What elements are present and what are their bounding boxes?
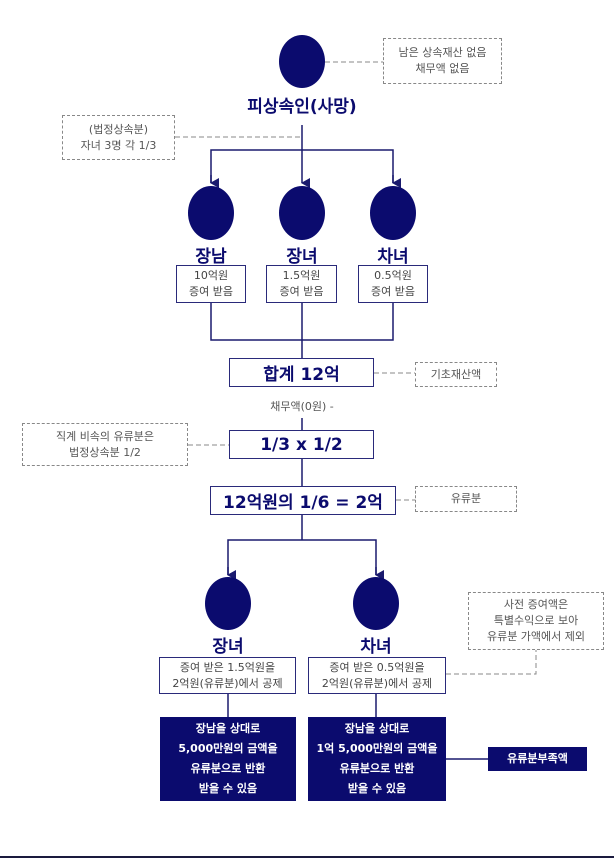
note-line: 자녀 3명 각 1/3 — [80, 138, 157, 152]
deduct-line: 증여 받은 0.5억원을 — [329, 660, 425, 674]
note-line: 법정상속분 1/2 — [69, 445, 141, 459]
reserve-box: 12억원의 1/6 = 2억 — [210, 486, 396, 515]
deduct-line: 2억원(유류분)에서 공제 — [321, 676, 433, 690]
decedent-label: 피상속인(사망) — [247, 97, 357, 117]
total-note: 기초재산액 — [415, 362, 497, 387]
note-line: 직계 비속의 유류분은 — [55, 429, 155, 443]
gift-text: 증여 받음 — [279, 285, 324, 298]
result-line: 유류분으로 반환 — [190, 762, 266, 775]
decedent-avatar — [279, 35, 325, 88]
result-line: 1억 5,000만원의 금액을 — [316, 742, 438, 755]
reserve-note: 유류분 — [415, 486, 517, 512]
result-line: 장남을 상대로 — [195, 722, 261, 735]
claimant-label: 장녀 — [212, 637, 244, 657]
heir-avatar-eldest-son — [188, 186, 234, 240]
result-line: 장남을 상대로 — [344, 722, 410, 735]
result-line: 5,000만원의 금액을 — [178, 742, 278, 755]
note-line: 유류분 가액에서 제외 — [486, 630, 586, 643]
ratio-box: 1/3 x 1/2 — [229, 430, 374, 459]
heir-label: 차녀 — [377, 247, 409, 267]
heir-avatar-second-daughter — [370, 186, 416, 240]
result-line: 유류분으로 반환 — [339, 762, 415, 775]
decedent-note: 남은 상속재산 없음 채무액 없음 — [383, 38, 502, 84]
gift-text: 증여 받음 — [189, 285, 233, 298]
deduction-box: 증여 받은 1.5억원을 2억원(유류분)에서 공제 — [159, 657, 296, 694]
claimant-label: 차녀 — [360, 637, 392, 657]
deduct-line: 증여 받은 1.5억원을 — [179, 660, 276, 674]
note-line: 채무액 없음 — [415, 62, 470, 75]
gift-amount: 1.5억원 — [282, 269, 321, 282]
deduct-line: 2억원(유류분)에서 공제 — [172, 676, 283, 690]
gift-amount: 0.5억원 — [374, 269, 412, 282]
note-line: 남은 상속재산 없음 — [398, 46, 487, 59]
deduction-box: 증여 받은 0.5억원을 2억원(유류분)에서 공제 — [308, 657, 446, 694]
result-line: 받을 수 있음 — [198, 782, 258, 795]
result-line: 받을 수 있음 — [347, 782, 407, 795]
note-line: (법정상속분) — [88, 122, 149, 136]
note-line: 특별수익으로 보아 — [493, 614, 579, 627]
legal-share-note: (법정상속분) 자녀 3명 각 1/3 — [62, 115, 175, 160]
note-line: 사전 증여액은 — [503, 598, 569, 611]
debt-text: 채무액(0원) - — [270, 400, 334, 413]
gift-amount: 10억원 — [193, 269, 229, 282]
heir-label: 장남 — [195, 247, 227, 267]
shortfall-label: 유류분부족액 — [488, 747, 587, 771]
gift-text: 증여 받음 — [371, 285, 415, 298]
claimant-avatar-eldest-daughter — [205, 577, 251, 630]
claimant-avatar-second-daughter — [353, 577, 399, 630]
total-box: 합계 12억 — [229, 358, 374, 387]
heir-avatar-eldest-daughter — [279, 186, 325, 240]
heir-label: 장녀 — [286, 247, 318, 267]
